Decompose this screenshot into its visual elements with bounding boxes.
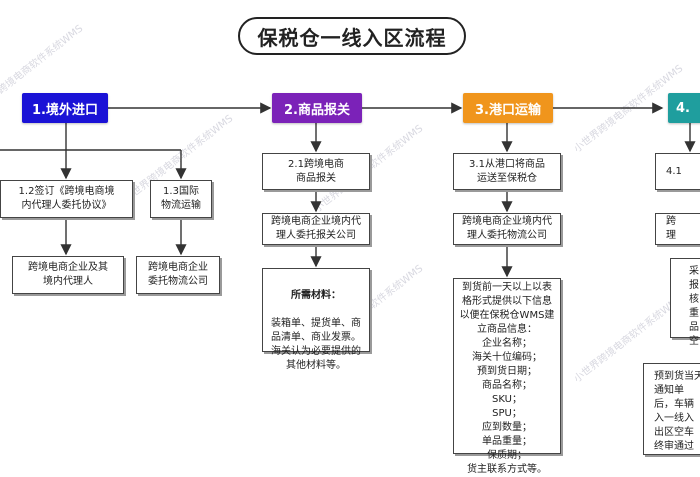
step-1-3-box: 1.3国际 物流运输: [150, 180, 212, 218]
stage-4-header: 4.: [668, 93, 700, 123]
step-1-2-detail-box: 跨境电商企业及其 境内代理人: [12, 256, 124, 294]
step-4-1-notice-box: 预到货当天 通知单 后，车辆 入一线入 出区空车 终审通过: [643, 363, 700, 455]
materials-list: 装箱单、提货单、商 品清单、商业发票。 海关认为必要提供的 其他材料等。: [271, 318, 361, 371]
step-1-2-box: 1.2签订《跨境电商境 内代理人委托协议》: [0, 180, 133, 218]
step-3-1-box: 3.1从港口将商品 运送至保税仓: [453, 153, 561, 190]
stage-2-header: 2.商品报关: [272, 93, 362, 123]
step-4-1-box: 4.1: [655, 153, 700, 190]
stage-1-header: 1.境外进口: [22, 93, 108, 123]
diagram-title: 保税仓一线入区流程: [238, 17, 466, 55]
step-3-1-agent-box: 跨境电商企业境内代 理人委托物流公司: [453, 213, 561, 245]
step-3-1-info-box: 到货前一天以上以表 格形式提供以下信息 以便在保税仓WMS建 立商品信息： 企业…: [453, 278, 561, 475]
step-2-1-materials-box: 所需材料： 装箱单、提货单、商 品清单、商业发票。 海关认为必要提供的 其他材料…: [262, 268, 370, 371]
step-1-3-detail-box: 跨境电商企业 委托物流公司: [136, 256, 220, 294]
step-4-1-agent-box: 跨 理: [655, 213, 700, 245]
step-2-1-box: 2.1跨境电商 商品报关: [262, 153, 370, 190]
stage-3-header: 3.港口运输: [463, 93, 553, 123]
step-4-1-materials-box: 采 报 核 重 品 空: [670, 258, 700, 347]
materials-heading: 所需材料：: [291, 290, 341, 301]
step-2-1-agent-box: 跨境电商企业境内代 理人委托报关公司: [262, 213, 370, 245]
